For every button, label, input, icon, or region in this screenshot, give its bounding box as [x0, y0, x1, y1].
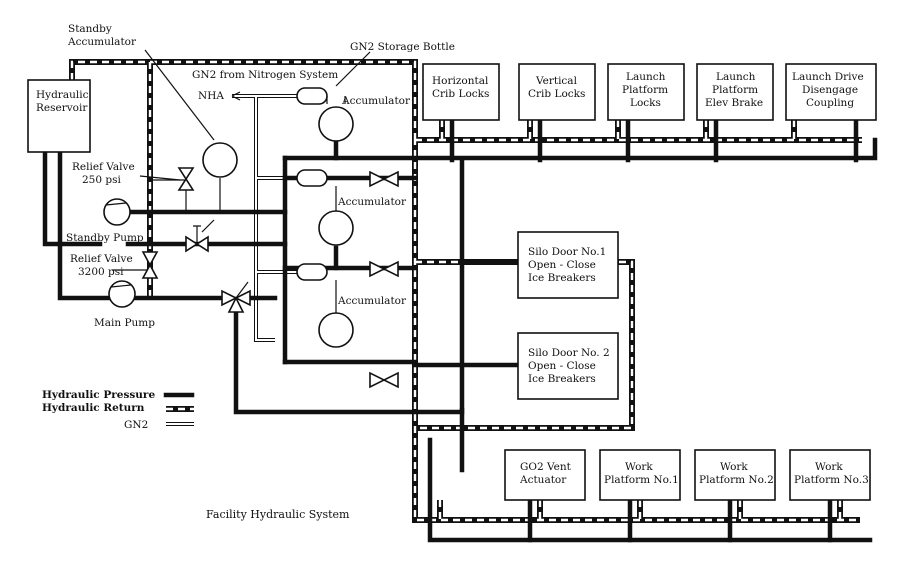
legend-return-label: Hydraulic Return	[42, 402, 145, 414]
three-way-valve	[221, 281, 251, 313]
silo-door-2-box	[517, 332, 619, 400]
go2-vent-actuator-box	[504, 449, 586, 501]
work-platform-3-box	[789, 449, 871, 501]
work-platform-2-line2: Platform No.2	[699, 474, 774, 486]
horizontal-crib-locks-line2: Crib Locks	[432, 88, 489, 100]
relief-valve-3200-label-2: 3200 psi	[78, 266, 124, 278]
vertical-crib-locks-line1: Vertical	[535, 75, 578, 87]
work-platform-3-line1: Work	[815, 461, 843, 473]
manifold-valve-2	[369, 260, 399, 278]
accumulator-2	[318, 186, 354, 246]
standby-accumulator-label-1: Standby	[68, 23, 112, 35]
launch-platform-elev-brake-line2: Platform	[712, 84, 758, 96]
silo-door-1-line3: Ice Breakers	[528, 272, 596, 284]
go2-vent-line1: GO2 Vent	[520, 461, 572, 473]
relief-valve-250-label-2: 250 psi	[82, 174, 121, 186]
launch-platform-elev-brake-box	[696, 63, 774, 121]
horizontal-crib-locks-line1: Horizontal	[432, 75, 489, 87]
launch-drive-line2: Disengage	[802, 84, 858, 96]
gn2-bottle-2	[296, 169, 328, 187]
main-pump-label: Main Pump	[94, 317, 155, 329]
launch-platform-elev-brake-line3: Elev Brake	[705, 97, 763, 109]
launch-drive-disengage-coupling-box	[785, 63, 877, 121]
gn2-storage-bottle-label: GN2 Storage Bottle	[350, 41, 455, 53]
top-actuators: Horizontal Crib Locks Vertical Crib Lock…	[422, 63, 877, 121]
launch-platform-locks-line1: Launch	[626, 71, 666, 83]
relief-valve-250-label-1: Relief Valve	[72, 161, 135, 173]
return-lines	[69, 59, 862, 523]
vertical-crib-locks-line2: Crib Locks	[528, 88, 585, 100]
manifold-valve-3	[369, 371, 399, 389]
reservoir-label-2: Reservoir	[36, 102, 88, 114]
work-platform-1-box	[599, 449, 681, 501]
bottom-actuators: GO2 Vent Actuator Work Platform No.1 Wor…	[504, 449, 871, 501]
diagram-caption: Facility Hydraulic System	[206, 508, 350, 521]
silo-door-actuators: Silo Door No.1 Open - Close Ice Breakers…	[517, 231, 619, 400]
silo-door-2-line2: Open - Close	[528, 360, 596, 372]
accumulator-label-3: Accumulator	[337, 295, 407, 307]
standby-pump	[103, 198, 131, 226]
reservoir-label-1: Hydraulic	[36, 89, 89, 101]
launch-platform-locks-line2: Platform	[622, 84, 668, 96]
silo-door-2-line3: Ice Breakers	[528, 373, 596, 385]
work-platform-1-line2: Platform No.1	[604, 474, 679, 486]
standby-pump-label: Standby Pump	[66, 232, 144, 244]
accumulator-label-2: Accumulator	[337, 196, 407, 208]
main-pump	[108, 280, 136, 308]
horizontal-crib-locks-box	[422, 63, 500, 121]
silo-door-1-line1: Silo Door No.1	[528, 246, 606, 258]
relief-valve-250	[177, 167, 195, 191]
nha-label: NHA	[198, 90, 224, 102]
work-platform-2-line1: Work	[720, 461, 748, 473]
launch-platform-elev-brake-line1: Launch	[716, 71, 756, 83]
launch-drive-line3: Coupling	[806, 97, 854, 109]
launch-drive-line1: Launch Drive	[792, 71, 864, 83]
gn2-bottle-3	[296, 263, 328, 281]
manifold-valve-1	[369, 170, 399, 188]
silo-door-2-line1: Silo Door No. 2	[528, 347, 610, 359]
legend-pressure-label: Hydraulic Pressure	[42, 389, 155, 401]
relief-valve-3200-label-1: Relief Valve	[70, 253, 133, 265]
silo-door-1-line2: Open - Close	[528, 259, 596, 271]
work-platform-2-box	[694, 449, 776, 501]
standby-accumulator	[202, 142, 238, 212]
check-valve-standby	[185, 219, 215, 253]
gn2-from-nitrogen-label: GN2 from Nitrogen System	[192, 69, 338, 81]
accumulator-label-1: Accumulator	[341, 95, 411, 107]
standby-accumulator-label-2: Accumulator	[67, 36, 137, 48]
vertical-crib-locks-box	[518, 63, 596, 121]
legend-gn2-label: GN2	[124, 419, 148, 431]
gn2-storage-bottle	[296, 87, 328, 105]
relief-valve-3200	[141, 251, 159, 279]
work-platform-3-line2: Platform No.3	[794, 474, 869, 486]
launch-platform-locks-box	[607, 63, 685, 121]
legend: Hydraulic Pressure Hydraulic Return GN2	[42, 389, 195, 431]
silo-door-1-box	[517, 231, 619, 299]
go2-vent-line2: Actuator	[519, 474, 567, 486]
work-platform-1-line1: Work	[625, 461, 653, 473]
nha-arrow	[231, 91, 241, 101]
accumulator-1	[318, 96, 354, 142]
gn2-lines	[232, 94, 300, 342]
launch-platform-locks-line3: Locks	[630, 97, 661, 109]
hydraulic-reservoir: Hydraulic Reservoir	[27, 79, 91, 153]
accumulator-3	[318, 280, 354, 348]
